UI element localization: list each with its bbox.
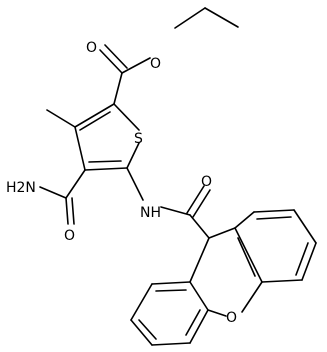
bond-xan-co-1 — [186, 185, 205, 214]
bond-co-double-1 — [99, 49, 123, 74]
atom-ester-o-carbonyl: O — [86, 40, 97, 56]
bond-l6 — [189, 281, 209, 311]
atom-xanthene-amide-o: O — [201, 174, 212, 190]
bond-carbonyl-c9 — [189, 214, 210, 239]
bond-left-ring-o — [207, 309, 227, 317]
bond-amide-co-1 — [65, 197, 69, 225]
bond-c3-methyl — [46, 109, 76, 128]
atom-ring-s: S — [134, 131, 143, 147]
bond-r6 — [234, 227, 263, 283]
bond-s-c2 — [113, 103, 140, 131]
bond-co-double-2 — [104, 44, 128, 69]
atom-xanthene-o: O — [226, 310, 237, 326]
bond-xan-co-2 — [192, 189, 211, 218]
bond-c9-left-ring — [189, 237, 210, 283]
bond-r5 — [261, 279, 303, 283]
bond-r3 — [293, 209, 317, 244]
bond-r2 — [253, 209, 295, 213]
bond-r4-inner — [295, 242, 309, 276]
atom-ester-o-ether: O — [150, 56, 161, 72]
bond-c5-nh — [126, 167, 144, 201]
bond-ethyl-ch2-o — [174, 7, 206, 29]
bond-c2-c3-inner — [79, 111, 111, 131]
bond-l2 — [130, 283, 153, 321]
bond-c3-c4 — [74, 126, 86, 171]
bond-ethyl-terminal — [204, 7, 239, 28]
bond-l3-inner — [138, 319, 157, 340]
bond-l1-inner — [155, 289, 187, 292]
bond-r4 — [301, 242, 317, 281]
bond-o-carbonyl-c — [121, 57, 151, 74]
bond-l5 — [189, 309, 209, 344]
bond-c9-right-ring — [208, 227, 236, 239]
bond-l5-inner — [185, 309, 201, 336]
bond-l4 — [151, 342, 191, 346]
bond-r6-inner — [237, 237, 256, 277]
bond-l1 — [151, 281, 191, 285]
bond-c2-c3 — [74, 103, 115, 128]
bond-carbonyl-c2 — [113, 72, 123, 105]
bond-l3 — [130, 319, 153, 346]
bond-c4-c5 — [84, 167, 128, 171]
atom-amide-nh: NH — [140, 205, 161, 221]
bond-r1 — [234, 211, 255, 229]
atom-amide-nh2: H2N — [6, 180, 36, 196]
bond-nh-carbonyl — [160, 206, 191, 216]
bond-amide-co-2 — [71, 197, 75, 225]
bond-c4-amide-c — [65, 169, 86, 199]
bond-o-right-ring — [241, 281, 263, 313]
bond-r2-inner — [256, 216, 292, 220]
bond-c5-s — [126, 142, 140, 169]
atom-amide-o: O — [64, 228, 75, 244]
bond-amide-c-nh2 — [39, 186, 67, 199]
bond-c4-c5-inner — [88, 160, 122, 163]
